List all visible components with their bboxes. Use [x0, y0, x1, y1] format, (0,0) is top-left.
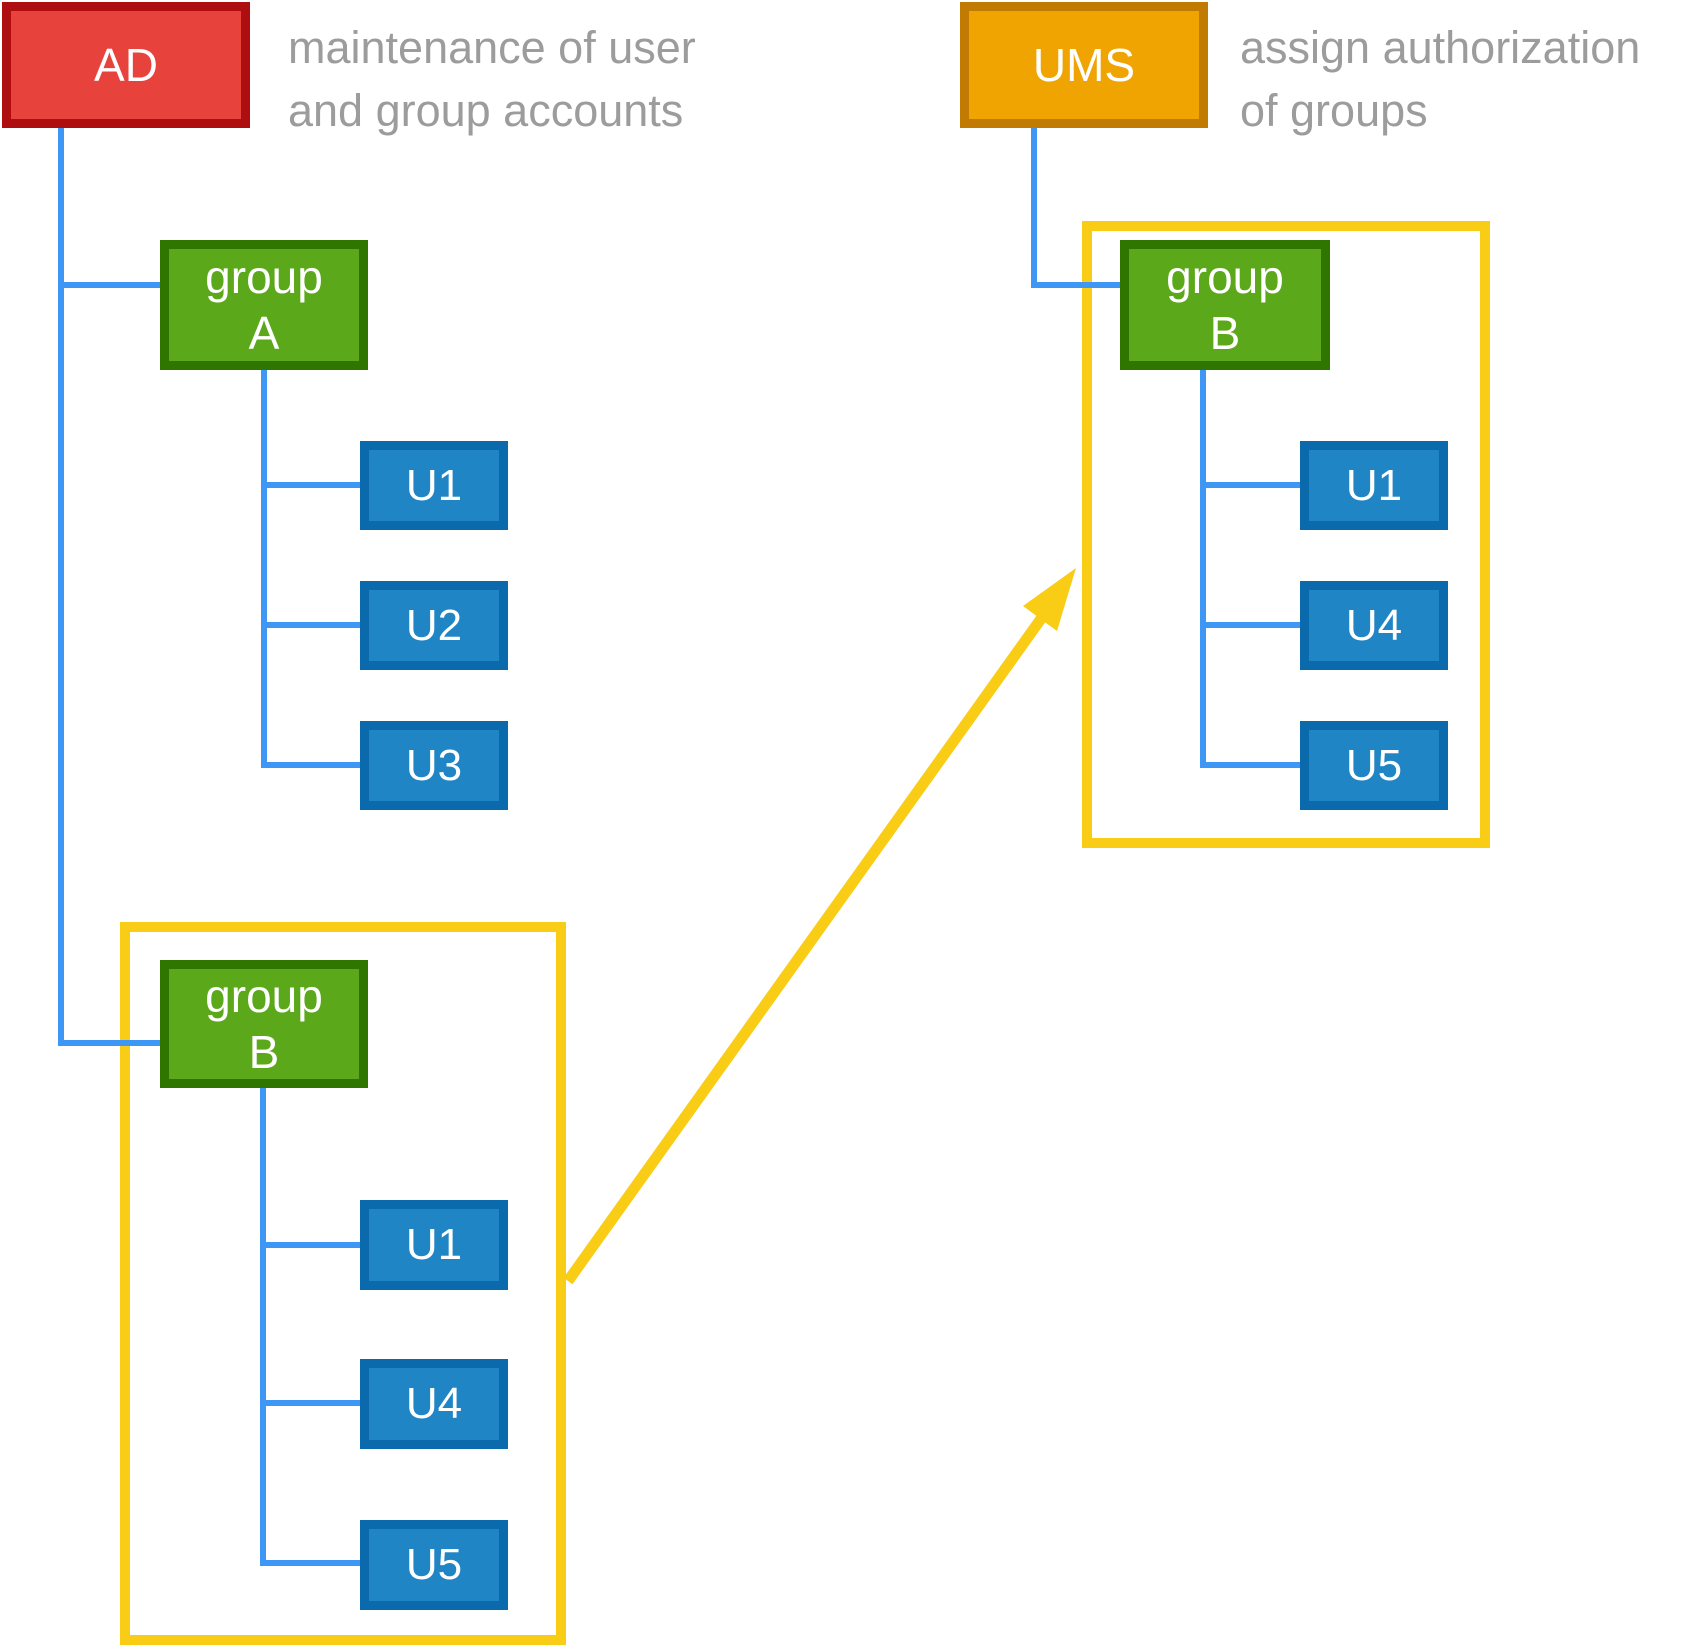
group-b-ums-label-line2: B [1209, 307, 1241, 359]
group-a-label-line1: group [205, 250, 323, 303]
group-b-ad-user-u5: U5 [360, 1520, 508, 1610]
ad-to-group-b-line [58, 1040, 160, 1046]
group-b-ad-user-u5-label: U5 [405, 1540, 463, 1589]
group-b-ad-node: group B [160, 960, 368, 1088]
group-b-ums-user-u4-label: U4 [1345, 600, 1403, 650]
group-b-ums-user-u5-label: U5 [1345, 740, 1403, 790]
group-b-ad-user-u4: U4 [360, 1359, 508, 1449]
group-b-ad-label-line2: B [248, 1026, 280, 1078]
group-a-user-u1-label: U1 [405, 460, 463, 510]
group-a-user-u2: U2 [360, 581, 508, 670]
group-b-ums-user-u4: U4 [1300, 581, 1448, 670]
group-a-user-u3-label: U3 [405, 740, 463, 790]
group-b-ums-node: group B [1120, 240, 1330, 370]
group-b-ums-user-u5: U5 [1300, 721, 1448, 810]
group-a-user-u3: U3 [360, 721, 508, 810]
ad-caption-line1: maintenance of user [288, 22, 696, 73]
ums-caption-line2: of groups [1240, 85, 1428, 136]
group-a-user-u1: U1 [360, 441, 508, 530]
ums-caption-line1: assign authorization [1240, 22, 1641, 73]
group-b-ums-trunk-line [1200, 370, 1206, 768]
group-b-ums-to-u1-line [1200, 482, 1300, 488]
ad-node: AD [2, 2, 250, 128]
group-a-user-u2-label: U2 [405, 600, 463, 650]
ums-node-label: UMS [1032, 39, 1136, 91]
group-b-ad-to-u5-line [260, 1560, 360, 1566]
group-b-ad-user-u4-label: U4 [405, 1379, 463, 1428]
group-a-to-u1-line [261, 482, 360, 488]
ums-node: UMS [960, 2, 1208, 128]
ad-trunk-line [58, 128, 64, 1046]
ad-caption-line2: and group accounts [288, 85, 684, 136]
group-b-ums-user-u1-label: U1 [1345, 460, 1403, 510]
group-a-to-u2-line [261, 622, 360, 628]
ad-to-group-a-line [58, 282, 160, 288]
group-b-ad-user-u1-label: U1 [405, 1220, 463, 1269]
group-b-ums-label-line1: group [1166, 250, 1284, 303]
ad-node-label: AD [94, 39, 158, 91]
group-a-to-u3-line [261, 762, 360, 768]
group-b-ad-label-line1: group [205, 969, 323, 1022]
group-b-ad-highlight-box [120, 922, 566, 1645]
group-b-ums-to-u5-line [1200, 762, 1300, 768]
group-b-ad-trunk-line [260, 1088, 266, 1566]
group-b-ad-to-u1-line [260, 1242, 360, 1248]
ums-caption: assign authorization of groups [1240, 16, 1640, 142]
group-b-ad-user-u1: U1 [360, 1200, 508, 1290]
group-a-node: group A [160, 240, 368, 370]
group-a-trunk-line [261, 370, 267, 768]
group-a-label-line2: A [248, 307, 280, 359]
group-b-ums-highlight-box [1082, 221, 1490, 848]
ums-to-group-b-line [1031, 282, 1120, 288]
group-b-ad-to-u4-line [260, 1400, 360, 1406]
ums-trunk-line [1031, 128, 1037, 288]
group-b-ums-to-u4-line [1200, 622, 1300, 628]
ad-caption: maintenance of user and group accounts [288, 16, 696, 142]
group-b-ums-user-u1: U1 [1300, 441, 1448, 530]
